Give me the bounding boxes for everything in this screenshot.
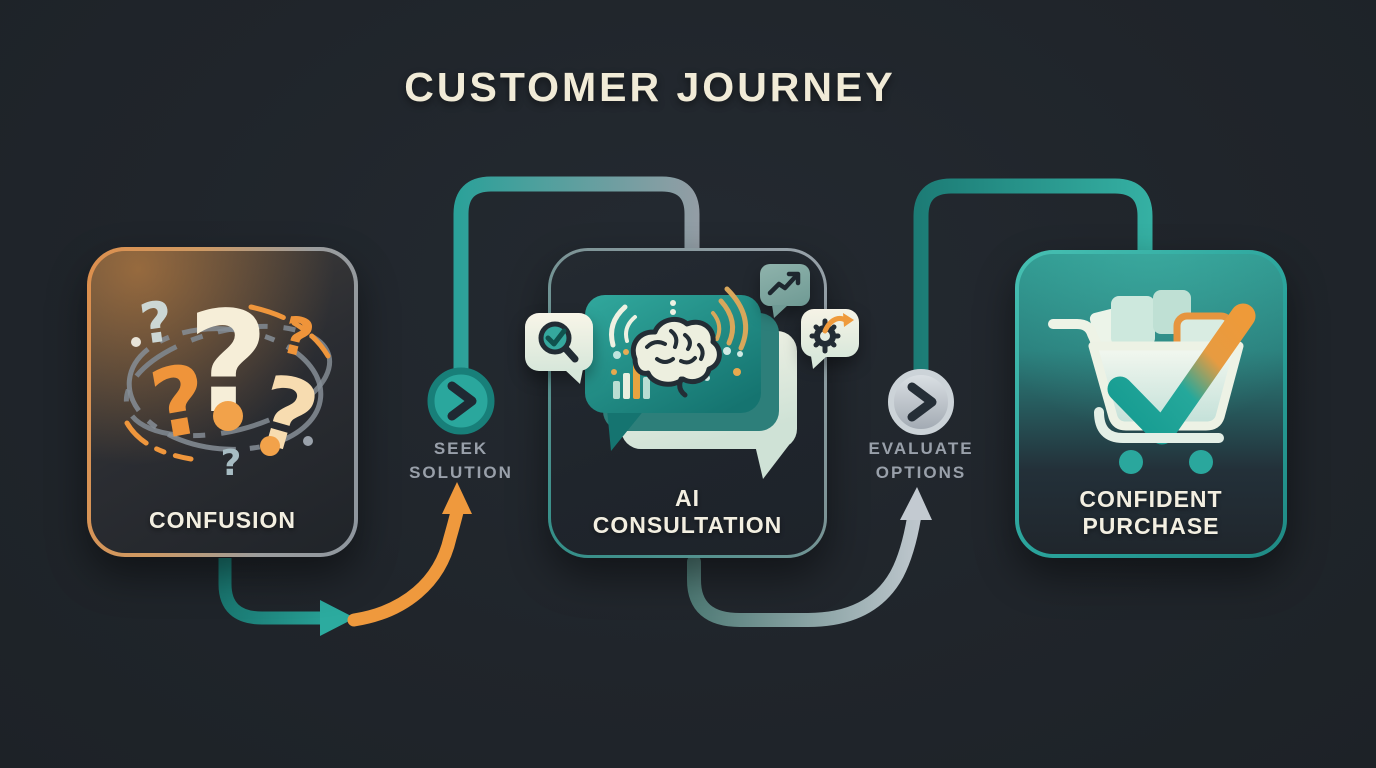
gray-arrowhead-icon [900, 487, 932, 520]
chat-bubbles-brain-icon [585, 286, 797, 479]
question-marks-icon: ? ? ? ? ? ? [123, 282, 333, 484]
brain-icon [630, 316, 722, 398]
cart-wheel [1119, 450, 1143, 474]
stage-label-line: CONSULTATION [592, 512, 783, 539]
connector-label-line: EVALUATE [868, 439, 974, 458]
gear-arrow-icon [809, 313, 854, 354]
node-seek-solution [427, 367, 495, 435]
stage-card-confusion: ? ? ? ? ? ? CONFUSION [87, 247, 358, 557]
node-evaluate-options [888, 369, 954, 435]
cart-check-icon [1048, 290, 1256, 474]
stage-label-line: PURCHASE [1082, 513, 1220, 540]
search-check-badge [525, 313, 593, 384]
connector-label-seek-solution: SEEK SOLUTION [361, 437, 561, 485]
stage-card-confusion-body: ? ? ? ? ? ? CONFUSION [91, 251, 354, 553]
search-check-icon [538, 321, 579, 363]
connector-label-line: SOLUTION [409, 462, 513, 482]
chevron-right-icon [447, 381, 477, 421]
teal-curve-arrow [218, 558, 320, 625]
gear-arrow-badge [801, 309, 859, 369]
trend-up-badge [760, 264, 810, 318]
stage-label-confusion: CONFUSION [91, 507, 354, 534]
stage-label-ai-consultation: AI CONSULTATION [551, 485, 824, 539]
pipe-connector-2 [913, 178, 1153, 385]
connector-label-evaluate-options: EVALUATE OPTIONS [821, 437, 1021, 485]
connector-label-line: SEEK [433, 439, 489, 458]
stage-label-line: CONFIDENT [1079, 486, 1223, 512]
orange-curve-arrow [347, 505, 464, 627]
stage-card-ai-consultation-body: AI CONSULTATION [525, 251, 859, 555]
teal-arrowhead-icon [320, 600, 355, 636]
cart-wheel [1189, 450, 1213, 474]
page-title: CUSTOMER JOURNEY [404, 64, 896, 110]
stage-card-ai-consultation: AI CONSULTATION [525, 248, 859, 558]
chevron-right-icon [907, 382, 937, 422]
svg-text:?: ? [221, 443, 242, 484]
stage-card-confident-purchase-body: CONFIDENT PURCHASE [1019, 254, 1283, 554]
trend-up-icon [767, 271, 801, 296]
pipe-connector-1 [453, 176, 700, 385]
cream-bubble-tail [755, 445, 789, 479]
gray-curve-arrow [687, 511, 921, 627]
stage-label-line: CONFUSION [149, 507, 296, 533]
connector-label-line: OPTIONS [875, 462, 967, 482]
stage-card-confident-purchase: CONFIDENT PURCHASE [1015, 250, 1287, 558]
stage-label-confident-purchase: CONFIDENT PURCHASE [1019, 486, 1283, 540]
stage-label-line: AI [675, 485, 700, 511]
orange-arrowhead-icon [442, 482, 472, 514]
checkmark-icon [1107, 303, 1256, 445]
